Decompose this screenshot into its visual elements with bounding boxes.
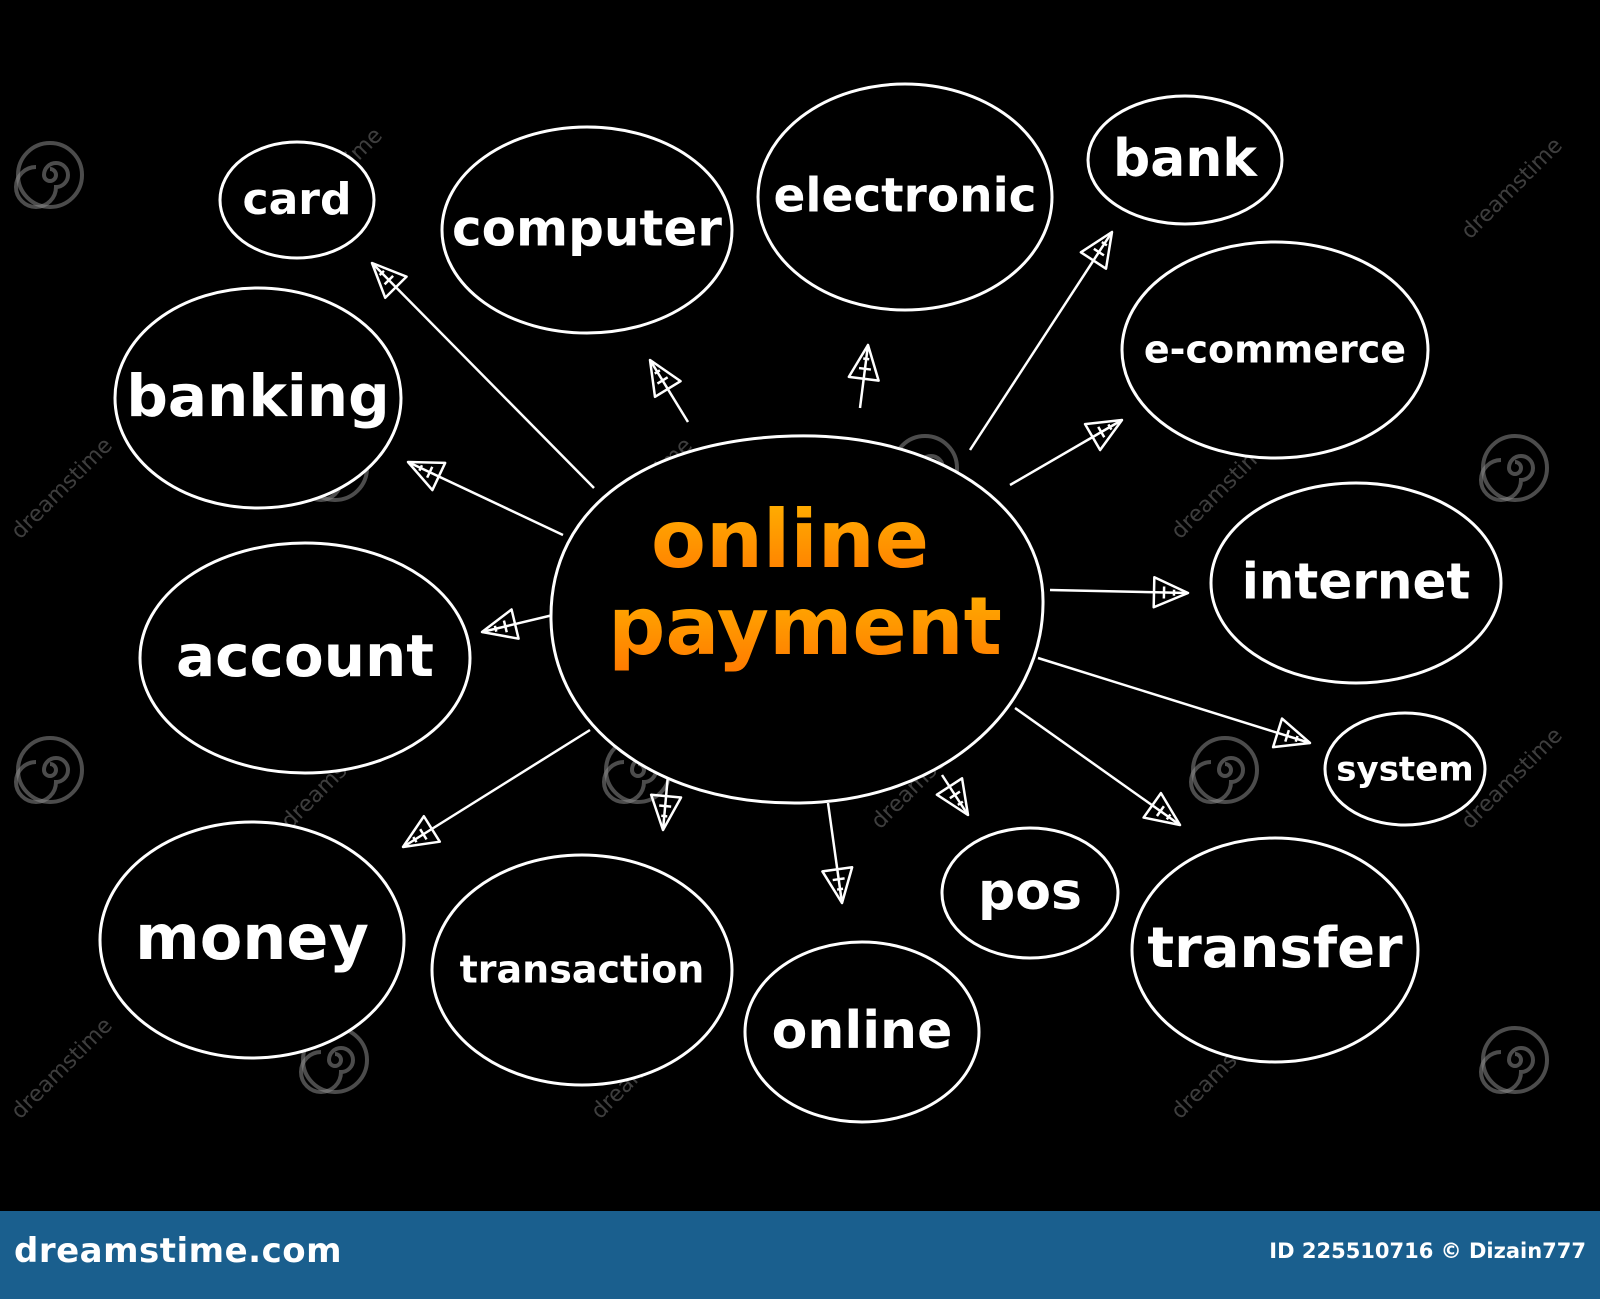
spiral-logo-icon	[1479, 1046, 1535, 1094]
node-internet: internet	[1209, 481, 1503, 685]
center-topic-line1: online	[651, 493, 929, 586]
node-label-account: account	[176, 622, 434, 690]
node-banking: banking	[113, 286, 403, 510]
footer-site-name[interactable]: dreamstime.com	[14, 1231, 343, 1271]
node-label-e-commerce: e-commerce	[1144, 328, 1406, 372]
node-label-electronic: electronic	[773, 169, 1036, 224]
connector-layer	[370, 230, 1312, 905]
connector-to-card	[371, 262, 595, 489]
connector-to-internet	[1049, 588, 1189, 595]
node-oval-money	[98, 820, 406, 1060]
node-computer: computer	[440, 125, 734, 335]
connector-to-electronic	[858, 344, 870, 409]
node-money: money	[98, 820, 406, 1060]
node-oval-e-commerce	[1120, 240, 1430, 460]
node-label-transaction: transaction	[460, 948, 705, 992]
node-system: system	[1323, 711, 1487, 827]
connector-to-account	[481, 613, 554, 634]
spiral-logo-icon	[16, 736, 84, 804]
node-e-commerce: e-commerce	[1120, 240, 1430, 460]
arrowhead-icon	[1152, 576, 1190, 609]
node-label-transfer: transfer	[1147, 916, 1403, 981]
arrowhead-icon	[648, 358, 682, 399]
node-oval-transfer	[1130, 836, 1420, 1064]
node-electronic: electronic	[756, 82, 1054, 312]
node-oval-computer	[440, 125, 734, 335]
connector-to-banking	[407, 460, 564, 537]
node-label-card: card	[243, 174, 352, 225]
arrowhead-icon	[1271, 717, 1312, 749]
mind-map-diagram: dreamstime dreamstime dreamstime dreamst…	[7, 82, 1568, 1124]
connector-to-money	[402, 728, 591, 849]
spiral-logo-icon	[14, 756, 70, 804]
spiral-logo-icon	[16, 141, 84, 209]
footer-bar: dreamstime.com ID 225510716 © Dizain777	[0, 1211, 1600, 1299]
center-topic-oval	[549, 434, 1045, 805]
center-topic-node: online payment	[549, 434, 1045, 805]
node-oval-pos	[940, 826, 1120, 960]
connector-to-computer	[648, 359, 690, 423]
node-label-computer: computer	[452, 200, 722, 258]
spiral-logo-icon	[1191, 736, 1259, 804]
node-layer: card computer electronic bank banking e-comme…	[98, 82, 1503, 1124]
node-transfer: transfer	[1130, 836, 1420, 1064]
arrowhead-icon	[406, 460, 447, 492]
spiral-logo-icon	[1481, 1026, 1549, 1094]
watermark-text: dreamstime	[7, 1013, 118, 1124]
arrowhead-icon	[480, 608, 520, 640]
node-oval-card	[218, 140, 376, 260]
spiral-logo-icon	[14, 161, 70, 209]
node-oval-online	[743, 940, 981, 1124]
node-oval-internet	[1209, 481, 1503, 685]
spiral-logo-icon	[602, 756, 658, 804]
arrowhead-icon	[935, 777, 970, 817]
spiral-logo-icon	[1479, 454, 1535, 502]
node-card: card	[218, 140, 376, 260]
arrowhead-icon	[847, 343, 880, 382]
arrowhead-icon	[1079, 230, 1114, 270]
arrowhead-icon	[649, 793, 683, 832]
node-oval-account	[138, 541, 472, 775]
connector-to-system	[1037, 656, 1311, 745]
spiral-logo-icon	[1189, 756, 1245, 804]
arrowhead-icon	[370, 261, 408, 299]
node-label-money: money	[135, 901, 369, 974]
node-label-bank: bank	[1113, 129, 1258, 189]
watermark-text: dreamstime	[1457, 133, 1568, 244]
node-transaction: transaction	[430, 853, 734, 1087]
node-label-pos: pos	[978, 862, 1082, 922]
arrowhead-icon	[821, 865, 854, 905]
node-bank: bank	[1086, 94, 1284, 226]
node-label-internet: internet	[1242, 553, 1471, 611]
node-label-banking: banking	[126, 362, 389, 430]
arrowhead-icon	[1142, 791, 1182, 827]
node-online: online	[743, 940, 981, 1124]
node-account: account	[138, 541, 472, 775]
node-oval-transaction	[430, 853, 734, 1087]
arrowhead-icon	[401, 815, 442, 849]
center-topic-line2: payment	[608, 580, 1002, 673]
connector-to-transfer	[1014, 706, 1181, 827]
footer-image-credit: ID 225510716 © Dizain777	[1269, 1239, 1586, 1263]
spiral-logo-icon	[299, 1046, 355, 1094]
node-oval-banking	[113, 286, 403, 510]
node-pos: pos	[940, 826, 1120, 960]
node-oval-system	[1323, 711, 1487, 827]
connector-to-transaction	[661, 774, 670, 831]
node-label-system: system	[1336, 750, 1473, 790]
connector-to-online	[826, 802, 844, 904]
connector-to-e-commerce	[1009, 418, 1123, 487]
node-label-online: online	[772, 1001, 953, 1061]
spiral-logo-icon	[1481, 434, 1549, 502]
watermark-text: dreamstime	[7, 433, 118, 544]
connector-to-bank	[968, 231, 1114, 451]
node-oval-electronic	[756, 82, 1054, 312]
node-oval-bank	[1086, 94, 1284, 226]
arrowhead-icon	[1083, 418, 1124, 452]
